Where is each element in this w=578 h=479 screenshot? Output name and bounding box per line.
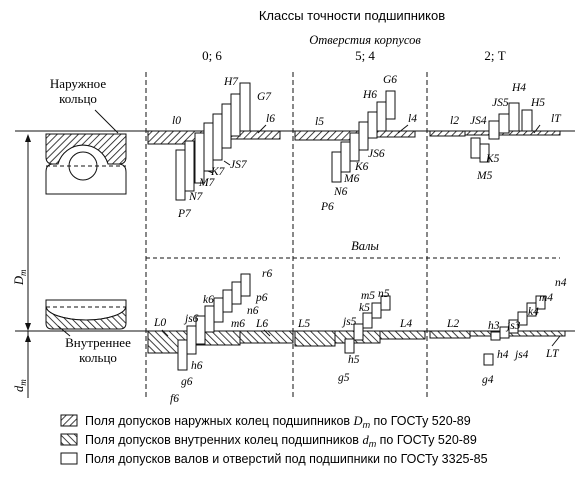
svg-text:k6: k6 bbox=[203, 294, 214, 306]
svg-text:h3: h3 bbox=[488, 320, 500, 332]
housing-fields-class-2-T bbox=[470, 102, 533, 163]
dimension-Dm bbox=[25, 134, 31, 331]
svg-text:JS7: JS7 bbox=[230, 159, 248, 171]
legend: Поля допусков наружных колец подшипников… bbox=[60, 414, 488, 466]
svg-text:k5: k5 bbox=[359, 302, 370, 314]
svg-text:JS4: JS4 bbox=[470, 115, 487, 127]
svg-text:h6: h6 bbox=[191, 360, 203, 372]
svg-text:M7: M7 bbox=[198, 177, 216, 189]
shaft-fields-class-2-T bbox=[483, 295, 546, 366]
outer-ring-label-line1: Наружное bbox=[50, 76, 106, 91]
inner-ring-illustration bbox=[45, 299, 127, 330]
svg-text:js5: js5 bbox=[341, 316, 357, 328]
legend-fits-text: Поля допусков валов и отверстий под подш… bbox=[85, 452, 488, 466]
shaft-field-labels: L0 r6 k6 p6 js6 n6 m6 L6 h6 g6 f6 L5 m5 … bbox=[153, 268, 567, 405]
svg-text:G7: G7 bbox=[257, 91, 272, 103]
inner-ring-label-line2: кольцо bbox=[79, 350, 117, 365]
svg-text:L5: L5 bbox=[297, 318, 310, 330]
svg-text:K5: K5 bbox=[485, 153, 500, 165]
svg-text:L2: L2 bbox=[446, 318, 459, 330]
svg-text:P7: P7 bbox=[177, 208, 192, 220]
svg-text:l6: l6 bbox=[266, 113, 275, 125]
svg-text:g6: g6 bbox=[181, 376, 193, 388]
svg-text:f6: f6 bbox=[170, 393, 179, 405]
svg-text:H7: H7 bbox=[223, 76, 239, 88]
svg-text:L4: L4 bbox=[399, 318, 412, 330]
dimension-dm bbox=[25, 331, 31, 398]
svg-text:k4: k4 bbox=[528, 306, 539, 318]
svg-text:K7: K7 bbox=[210, 166, 226, 178]
svg-text:M5: M5 bbox=[476, 170, 493, 182]
svg-text:l0: l0 bbox=[172, 115, 181, 127]
outer-ring-leader bbox=[94, 109, 119, 134]
svg-text:H6: H6 bbox=[362, 89, 377, 101]
svg-text:m4: m4 bbox=[539, 292, 553, 304]
svg-text:n4: n4 bbox=[555, 277, 567, 289]
svg-text:n6: n6 bbox=[247, 305, 259, 317]
svg-text:p6: p6 bbox=[255, 292, 268, 304]
svg-text:l4: l4 bbox=[408, 113, 417, 125]
outer-ring-label-line2: кольцо bbox=[59, 91, 97, 106]
section-shafts: Валы bbox=[351, 239, 379, 253]
svg-text:L6: L6 bbox=[255, 318, 268, 330]
svg-text:K6: K6 bbox=[354, 161, 369, 173]
legend-swatch-outer bbox=[60, 414, 78, 427]
svg-text:N7: N7 bbox=[188, 191, 204, 203]
class-header-2-T: 2; Т bbox=[484, 48, 505, 63]
dm-outer-label: Dm bbox=[12, 269, 28, 286]
svg-text:h4: h4 bbox=[497, 349, 509, 361]
svg-text:N6: N6 bbox=[333, 186, 348, 198]
class-header-5-4: 5; 4 bbox=[355, 48, 375, 63]
svg-text:g5: g5 bbox=[338, 372, 350, 384]
svg-text:L0: L0 bbox=[153, 317, 166, 329]
svg-text:js6: js6 bbox=[183, 313, 199, 325]
svg-text:m5: m5 bbox=[361, 290, 375, 302]
dm-inner-label: dm bbox=[12, 379, 28, 392]
svg-text:G6: G6 bbox=[383, 74, 397, 86]
svg-text:M6: M6 bbox=[343, 173, 360, 185]
inner-ring-fields bbox=[147, 330, 566, 354]
inner-ring-label-line1: Внутреннее bbox=[65, 335, 131, 350]
legend-swatch-inner bbox=[60, 433, 78, 446]
svg-text:m6: m6 bbox=[231, 318, 245, 330]
housing-fields-class-5-4 bbox=[331, 90, 396, 183]
svg-text:l5: l5 bbox=[315, 116, 324, 128]
legend-outer-text: Поля допусков наружных колец подшипников… bbox=[85, 414, 471, 430]
svg-text:LT: LT bbox=[545, 348, 560, 360]
svg-text:H5: H5 bbox=[530, 97, 545, 109]
svg-text:js4: js4 bbox=[513, 349, 529, 361]
inner-ring-leader bbox=[57, 325, 71, 337]
outer-ring-illustration bbox=[45, 133, 127, 195]
svg-text:js3: js3 bbox=[505, 320, 521, 332]
svg-text:l2: l2 bbox=[450, 115, 459, 127]
class-header-0-6: 0; 6 bbox=[202, 48, 222, 63]
class-separators bbox=[145, 72, 560, 398]
svg-text:g4: g4 bbox=[482, 374, 494, 386]
svg-text:JS6: JS6 bbox=[368, 148, 385, 160]
svg-text:P6: P6 bbox=[320, 201, 334, 213]
shaft-fields-class-5-4 bbox=[344, 295, 391, 354]
svg-text:n5: n5 bbox=[378, 288, 390, 300]
legend-inner-text: Поля допусков внутренних колец подшипник… bbox=[85, 433, 477, 449]
shaft-fields-class-0-6 bbox=[177, 273, 251, 371]
housing-fields-class-0-6 bbox=[175, 82, 251, 201]
svg-text:JS5: JS5 bbox=[492, 97, 509, 109]
section-housing-holes: Отверстия корпусов bbox=[309, 33, 421, 47]
legend-swatch-fits bbox=[60, 452, 78, 465]
svg-text:h5: h5 bbox=[348, 354, 360, 366]
svg-text:lT: lT bbox=[551, 113, 562, 125]
diagram-title: Классы точности подшипников bbox=[259, 8, 445, 23]
housing-field-labels: l0 H7 G7 l6 K7 JS7 M7 N7 P7 l5 H6 G6 l4 … bbox=[172, 74, 562, 220]
svg-text:r6: r6 bbox=[262, 268, 272, 280]
svg-text:H4: H4 bbox=[511, 82, 526, 94]
